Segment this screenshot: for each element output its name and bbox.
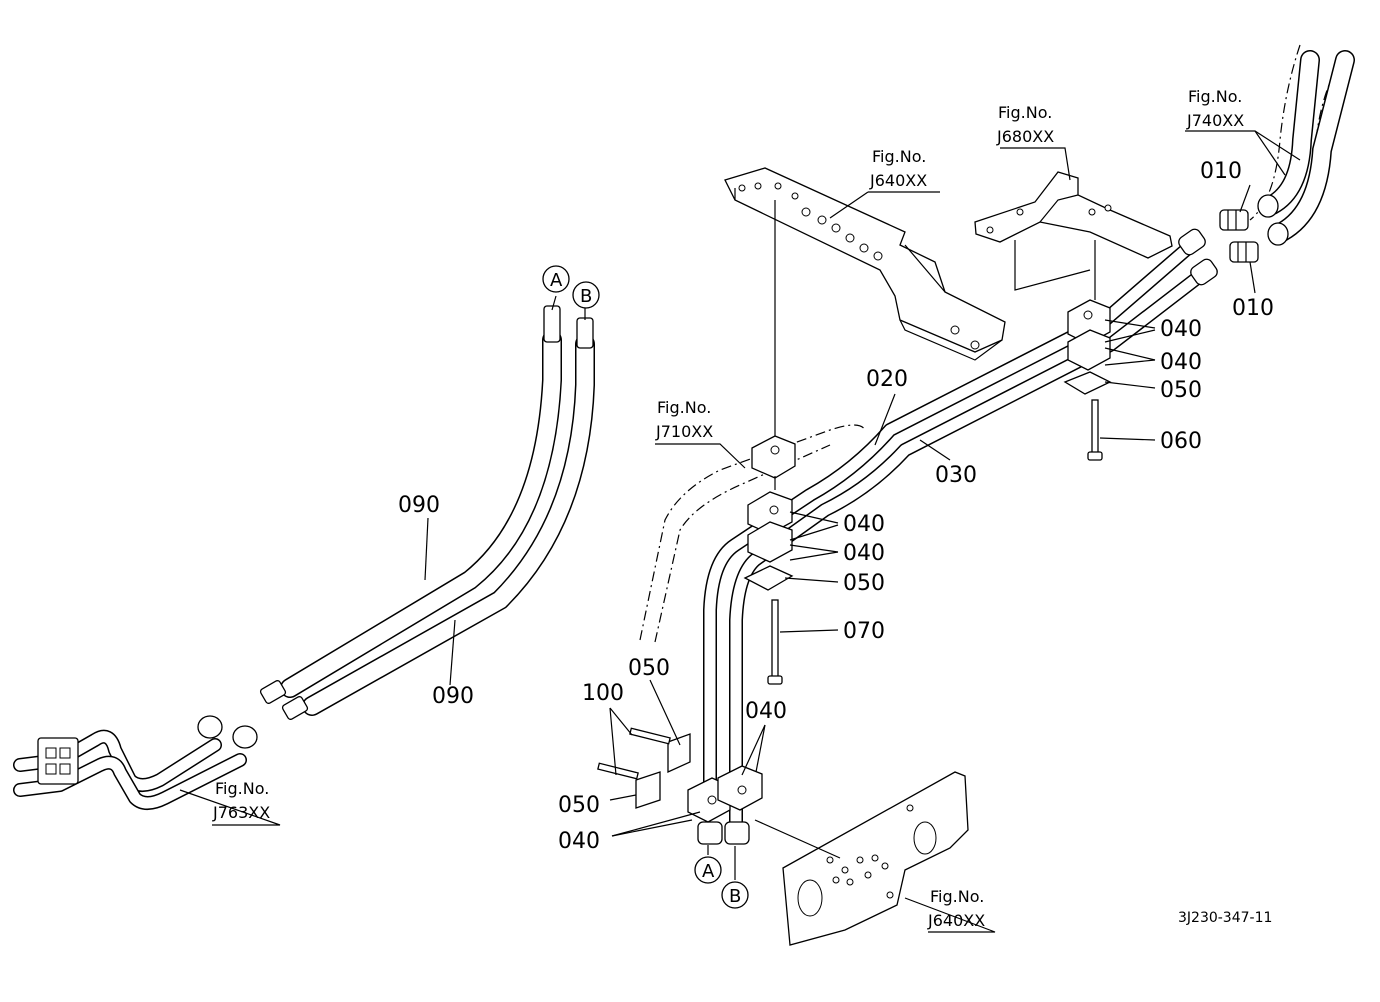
fig-ref-j680-prefix: Fig.No.: [998, 103, 1052, 122]
fig-ref-j680-code: J680XX: [996, 127, 1054, 146]
svg-text:B: B: [729, 886, 741, 907]
marker-a-bottom: A: [694, 856, 722, 884]
fig-ref-j710-code: J710XX: [655, 422, 713, 441]
pipe-assembly: [697, 228, 1218, 845]
marker-b-top: B: [572, 281, 600, 309]
svg-text:A: A: [702, 861, 715, 882]
svg-text:A: A: [550, 270, 563, 291]
marker-a-top: A: [542, 265, 570, 293]
label-050-left-lower: 050: [558, 793, 600, 818]
label-100: 100: [582, 681, 624, 706]
figure-references: Fig.No. J640XX Fig.No. J680XX Fig.No. J7…: [212, 87, 1244, 930]
fig-ref-j640-bottom-prefix: Fig.No.: [930, 887, 984, 906]
label-050-middle: 050: [843, 571, 885, 596]
label-050-left-upper: 050: [628, 656, 670, 681]
clamp-right: [1063, 299, 1112, 461]
label-040-bottom-right: 040: [745, 699, 787, 724]
fig-ref-j740-prefix: Fig.No.: [1188, 87, 1242, 106]
label-070: 070: [843, 619, 885, 644]
label-050-right: 050: [1160, 378, 1202, 403]
clamp-upper-block: [751, 435, 796, 479]
label-060: 060: [1160, 429, 1202, 454]
label-040-right-2: 040: [1160, 350, 1202, 375]
connection-markers: A B A B: [542, 265, 749, 909]
right-hoses: [1219, 50, 1355, 263]
drawing-code: 3J230-347-11: [1178, 910, 1272, 926]
fig-ref-j763-prefix: Fig.No.: [215, 779, 269, 798]
adapter-fitting-lower: [1229, 241, 1259, 263]
label-040-bottom-left: 040: [558, 829, 600, 854]
label-010-lower: 010: [1232, 296, 1274, 321]
fig-ref-j740-code: J740XX: [1186, 111, 1244, 130]
right-frame-bracket: [974, 171, 1173, 259]
label-020: 020: [866, 367, 908, 392]
label-040-right-1: 040: [1160, 317, 1202, 342]
fig-ref-j763-code: J763XX: [212, 803, 270, 822]
part-number-labels: 010 010 020 030 040 040 050 060 040 040 …: [398, 159, 1274, 854]
marker-b-bottom: B: [721, 881, 749, 909]
svg-text:B: B: [580, 286, 592, 307]
upper-frame-bracket: [724, 167, 1006, 361]
left-hoses: [259, 305, 595, 720]
adapter-fitting-upper: [1219, 209, 1249, 231]
clamp-bottom: [597, 727, 763, 823]
label-010-upper: 010: [1200, 159, 1242, 184]
label-090-upper: 090: [398, 493, 440, 518]
fig-ref-j710-prefix: Fig.No.: [657, 398, 711, 417]
fig-ref-j640-bottom-code: J640XX: [927, 911, 985, 930]
label-030: 030: [935, 463, 977, 488]
label-090-lower: 090: [432, 684, 474, 709]
lower-mounting-plate: [782, 771, 969, 946]
label-040-middle-1: 040: [843, 512, 885, 537]
fig-ref-j640-top-code: J640XX: [869, 171, 927, 190]
clamp-middle: [743, 491, 794, 685]
label-040-middle-2: 040: [843, 541, 885, 566]
fig-ref-j640-top-prefix: Fig.No.: [872, 147, 926, 166]
leader-lines: [179, 130, 1301, 933]
left-external-pipes: [13, 715, 258, 810]
